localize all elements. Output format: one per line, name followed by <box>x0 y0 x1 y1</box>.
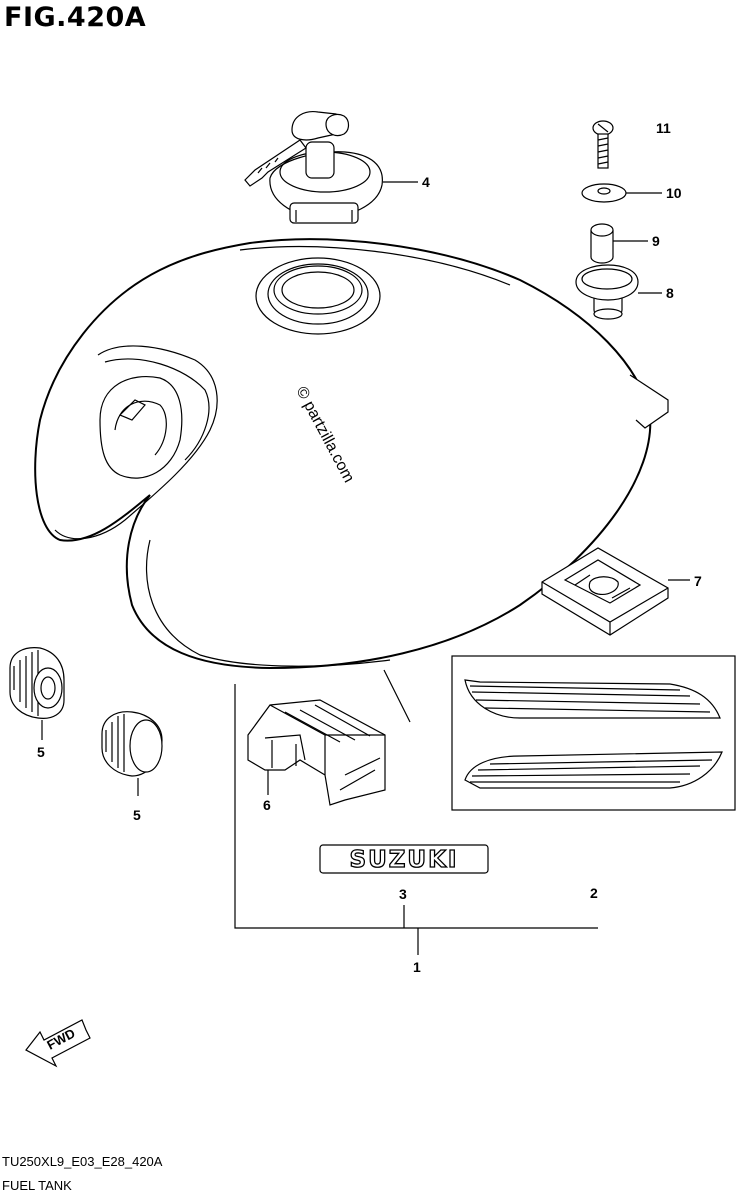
screw[interactable] <box>592 120 614 169</box>
figure-title: FIG.420A <box>4 2 147 33</box>
callout-8: 8 <box>666 285 674 301</box>
cushion[interactable] <box>575 264 639 320</box>
forward-arrow-icon: FWD <box>25 1019 91 1068</box>
callout-7: 7 <box>694 573 702 589</box>
assembly-bracket <box>234 669 598 955</box>
petcock-mount <box>99 376 183 479</box>
watermark-text: © partzilla.com <box>292 384 357 486</box>
callout-9: 9 <box>652 233 660 249</box>
holder-clip[interactable] <box>247 699 386 806</box>
cap-right[interactable] <box>101 711 163 777</box>
spacer[interactable] <box>590 223 614 264</box>
cushion-pad[interactable] <box>541 547 669 636</box>
parts-diagram: © partzilla.com 4 11 10 9 <box>9 111 736 1068</box>
callout-1: 1 <box>413 959 421 975</box>
suzuki-emblem[interactable]: SUZUKI <box>319 844 489 874</box>
callout-4: 4 <box>422 174 430 190</box>
callout-5b: 5 <box>133 807 141 823</box>
figure-code: TU250XL9_E03_E28_420A <box>2 1154 163 1169</box>
callout-5a: 5 <box>37 744 45 760</box>
emblem-text: SUZUKI <box>350 847 459 873</box>
callout-2: 2 <box>590 885 598 901</box>
figure-name: FUEL TANK <box>2 1178 72 1193</box>
fuel-tank[interactable] <box>34 238 669 670</box>
washer[interactable] <box>581 183 627 203</box>
tank-stripe-decals[interactable] <box>451 655 736 811</box>
callout-3: 3 <box>399 886 407 902</box>
callout-6: 6 <box>263 797 271 813</box>
callout-10: 10 <box>666 185 682 201</box>
filler-neck <box>255 257 381 335</box>
callout-11: 11 <box>656 120 671 136</box>
cap-left[interactable] <box>9 647 65 719</box>
fuel-cap[interactable] <box>244 111 383 224</box>
